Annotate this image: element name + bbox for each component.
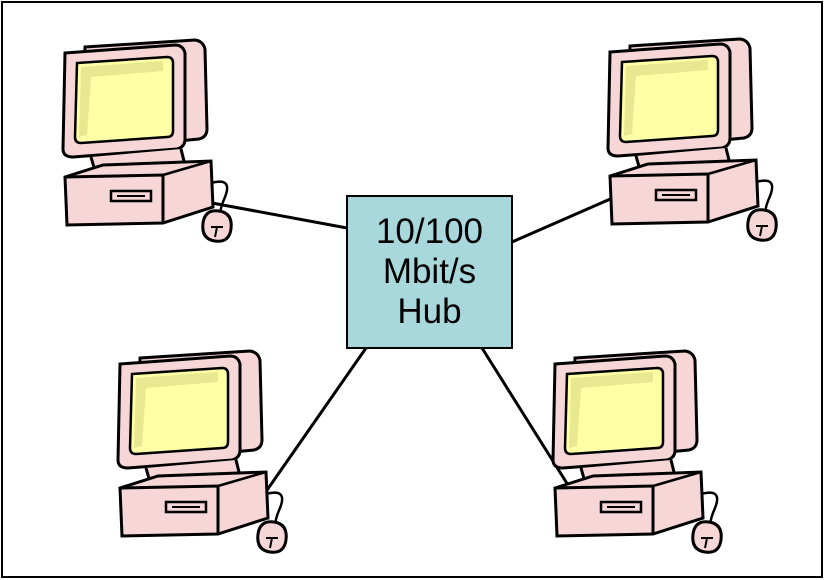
- cable-bottom-left: [263, 347, 368, 494]
- desktop-computer-icon: [551, 349, 723, 554]
- cable-top-left: [211, 201, 348, 230]
- desktop-computer-icon: [606, 37, 778, 242]
- desktop-computer-icon: [61, 38, 233, 243]
- cable-top-right: [511, 191, 625, 244]
- hub-box: [346, 195, 513, 349]
- desktop-computer-icon: [116, 349, 288, 554]
